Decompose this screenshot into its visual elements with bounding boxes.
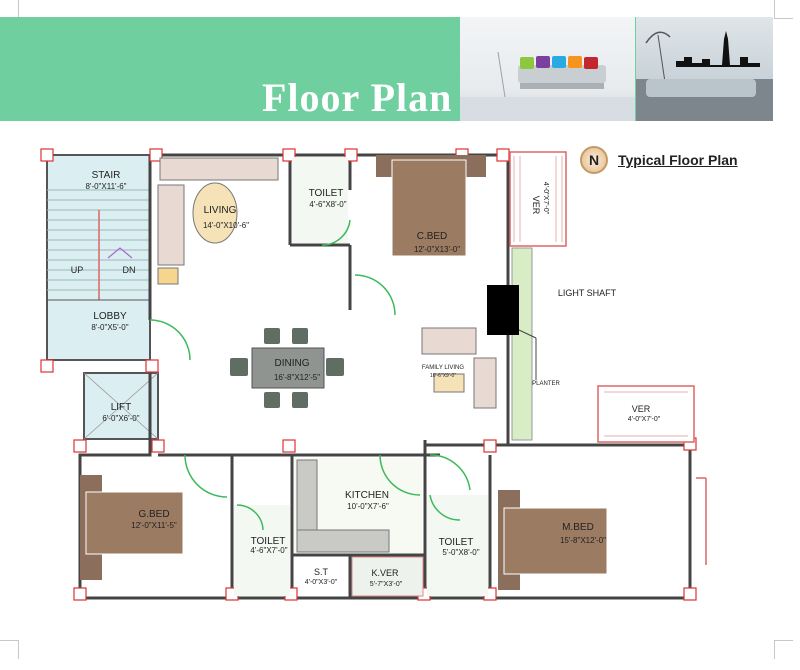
dining-size: 16'-8"X12'-5" — [274, 373, 320, 382]
gbed-label: G.BED — [138, 509, 169, 520]
living-sofa — [159, 157, 279, 181]
sofa-illustration — [460, 51, 635, 121]
toilet2-floor — [234, 505, 290, 596]
ver2-label: VER — [632, 404, 651, 414]
lift-cross — [83, 372, 159, 440]
lobby-size: 8'-0"X5'-0" — [91, 323, 128, 332]
family-table — [433, 373, 465, 393]
lift-label: LIFT — [111, 402, 132, 413]
ver1-label: VER — [531, 196, 541, 215]
cbed-label: C.BED — [417, 231, 448, 242]
mbed-bed — [503, 507, 608, 575]
ver1-size: 4'-0"X7'-0" — [542, 182, 549, 215]
door-swings — [149, 219, 471, 531]
black-column — [487, 285, 519, 335]
gbed-size: 12'-0"X11'-5" — [131, 521, 177, 530]
ver2-size: 4'-0"X7'-0" — [628, 416, 661, 423]
kver-size: 5'-7"X3'-0" — [370, 581, 403, 588]
up-label: UP — [71, 265, 84, 275]
toilet1-floor — [292, 157, 348, 243]
verandah-right — [597, 385, 695, 443]
lightshaft-label: LIGHT SHAFT — [558, 288, 617, 298]
kitchen-counter — [296, 529, 390, 553]
mbed-size: 15'-8"X12'-0" — [560, 536, 606, 545]
planter-leader — [518, 329, 537, 339]
cbed-size: 12'-0"X13'-0" — [414, 245, 460, 254]
crop-mark — [774, 0, 793, 19]
family-sofa-side — [473, 357, 497, 409]
living-table — [192, 182, 238, 244]
dn-label: DN — [123, 265, 136, 275]
family-size: 10'-6"X9'-0" — [430, 373, 456, 379]
toilet2-size: 4'-6"X7'-0" — [250, 546, 287, 555]
verandah-top-rail — [513, 156, 563, 242]
st-label: S.T — [314, 567, 329, 577]
kitchen-size: 10'-0"X7'-6" — [347, 502, 389, 511]
dining-chairs — [230, 328, 344, 408]
kver-label: K.VER — [371, 568, 399, 578]
dining-label: DINING — [275, 358, 310, 369]
mbed-label: M.BED — [562, 522, 594, 533]
living-label: LIVING — [204, 205, 237, 216]
stair-label: STAIR — [92, 170, 121, 181]
family-label: FAMILY LIVING — [422, 365, 464, 371]
gbed-bed — [85, 491, 184, 555]
interior-photo-sofa — [460, 17, 635, 121]
crop-mark — [774, 640, 793, 659]
north-compass-icon: N — [580, 146, 608, 174]
st-size: 4'-0"X3'-0" — [305, 579, 338, 586]
interior-photo-skyline — [636, 17, 773, 121]
banner-title: Floor Plan — [262, 75, 453, 120]
toilet1-label: TOILET — [309, 188, 344, 199]
cbed-bed — [391, 159, 467, 257]
living-side-sofa — [157, 184, 185, 266]
living-size: 14'-0"X10'-6" — [203, 221, 249, 230]
toilet3-size: 5'-0"X8'-0" — [442, 548, 479, 557]
toilet3-label: TOILET — [439, 537, 474, 548]
crop-mark — [0, 640, 19, 659]
verandah-right-rail — [604, 391, 688, 437]
stair-area — [46, 154, 151, 361]
planter-label: PLANTER — [532, 381, 560, 387]
kver-floor — [351, 556, 424, 597]
lobby-label: LOBBY — [93, 311, 127, 322]
stair-size: 8'-0"X11'-6" — [85, 182, 126, 191]
toilet3-floor — [427, 495, 488, 596]
toilet2-label: TOILET — [251, 536, 286, 547]
plan-title: Typical Floor Plan — [618, 152, 738, 168]
lift-size: 6'-0"X6'-0" — [102, 414, 139, 423]
stair-arrow — [107, 247, 133, 259]
verandah-top — [509, 151, 567, 247]
skyline-illustration — [636, 31, 773, 121]
family-sofa — [421, 327, 477, 355]
dining-table — [251, 347, 325, 389]
planter-strip — [511, 247, 533, 441]
toilet1-size: 4'-6"X8'-0" — [309, 200, 346, 209]
kitchen-label: KITCHEN — [345, 490, 389, 501]
plant-pot — [157, 267, 179, 285]
